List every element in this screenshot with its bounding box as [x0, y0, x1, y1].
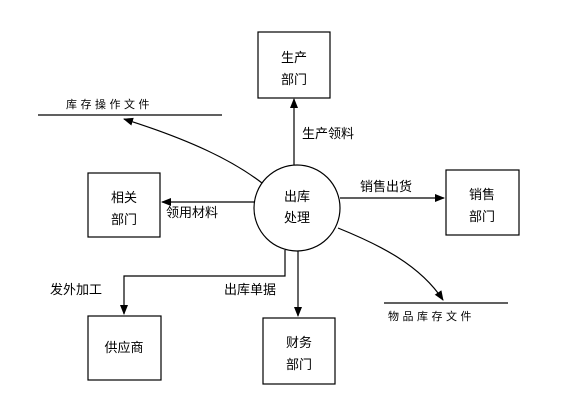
flow-outsource-label: 发外加工 [50, 282, 102, 298]
entity-production-line1: 生产 [281, 51, 307, 66]
entity-supplier-line1: 供应商 [104, 340, 143, 356]
entity-sales-box [445, 169, 520, 236]
flow-outsource-arrow [120, 250, 286, 315]
entity-sales-line1: 销售 [469, 187, 495, 203]
entity-finance-box [262, 317, 336, 385]
entity-production: 生产 部门 [257, 31, 331, 99]
store-goods-stock-label: 物 品 库 存 文 件 [388, 309, 471, 323]
process-outbound: 出库 处理 [253, 164, 341, 252]
entity-sales-line2: 部门 [469, 210, 495, 225]
process-circle [253, 164, 341, 252]
entity-related-line2: 部门 [111, 213, 137, 228]
entity-finance-line1: 财务 [286, 335, 312, 351]
entity-supplier-box [87, 315, 162, 381]
flow-production-use: 生产领料 [290, 98, 354, 165]
flow-sales-shipment-label: 销售出货 [360, 179, 412, 195]
entity-related-box [87, 172, 161, 238]
store-inventory-ops: 库 存 操 作 文 件 [38, 97, 222, 116]
entity-related: 相关 部门 [87, 172, 161, 238]
process-label-line2: 处理 [284, 211, 310, 226]
entity-production-box [257, 31, 331, 99]
entity-related-line1: 相关 [111, 191, 137, 206]
flow-use-materials: 领用材料 [161, 198, 254, 221]
flow-out-slip-label: 出库单据 [224, 282, 276, 298]
flow-out-slip: 出库单据 [224, 251, 302, 317]
entity-finance-line2: 部门 [286, 358, 312, 373]
flow-outsource: 发外加工 [50, 250, 286, 315]
flow-to-inventory-ops [123, 117, 263, 184]
flow-sales-shipment: 销售出货 [340, 179, 445, 202]
entity-production-line2: 部门 [281, 73, 307, 88]
flow-production-use-label: 生产领料 [302, 127, 354, 142]
flow-to-goods-stock [337, 227, 444, 301]
store-goods-stock: 物 品 库 存 文 件 [384, 302, 508, 323]
entity-sales: 销售 部门 [445, 169, 520, 236]
store-inventory-ops-label: 库 存 操 作 文 件 [66, 97, 149, 111]
flow-use-materials-label: 领用材料 [166, 206, 218, 221]
flow-to-inventory-ops-arrow [123, 117, 263, 184]
flow-to-goods-stock-arrow [337, 227, 444, 301]
process-label-line1: 出库 [284, 189, 310, 205]
entity-supplier: 供应商 [87, 315, 162, 381]
entity-finance: 财务 部门 [262, 317, 336, 385]
